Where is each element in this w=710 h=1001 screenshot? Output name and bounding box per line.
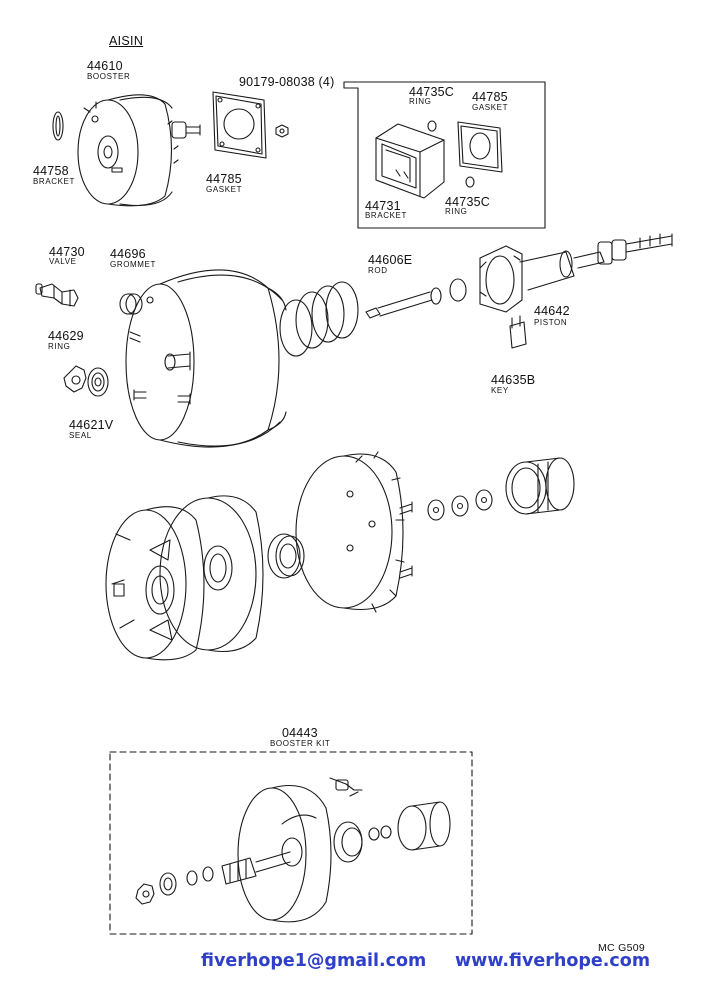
part-name-piston: PISTON [534, 318, 568, 327]
ring-a-drawing [428, 121, 436, 131]
ring-c-drawing [64, 366, 86, 392]
booster-large-drawing [126, 270, 286, 447]
brand-label: AISIN [109, 34, 144, 48]
part-number-grommet: 44696 [110, 247, 146, 261]
grommet-drawing [120, 294, 142, 314]
contact-website[interactable]: www.fiverhope.com [455, 951, 651, 971]
kit-diaphragm-drawing [238, 786, 331, 922]
bracket-ring-drawing [53, 112, 63, 140]
part-name-valve: VALVE [49, 257, 77, 266]
kit-parts-drawing [136, 778, 450, 904]
spring-drawing [280, 282, 358, 356]
part-number-gasket-a: 44785 [206, 172, 242, 186]
part-number-seal: 44621V [69, 418, 114, 432]
washers-drawing [428, 490, 492, 520]
part-number-gasket-b: 44785 [472, 90, 508, 104]
part-name-bracket-a: BRACKET [33, 177, 75, 186]
part-number-booster: 44610 [87, 59, 123, 73]
part-name-ring-b: RING [445, 207, 468, 216]
part-number-bracket-b: 44731 [365, 199, 401, 213]
front-shell-drawing [296, 452, 412, 612]
part-name-gasket-a: GASKET [206, 185, 243, 194]
part-number-key: 44635B [491, 373, 536, 387]
nut-drawing [276, 125, 288, 137]
part-name-booster: BOOSTER [87, 72, 131, 81]
part-name-seal: SEAL [69, 431, 92, 440]
part-number-bracket-a: 44758 [33, 164, 69, 178]
bellows-drawing [506, 458, 574, 514]
part-name-grommet: GROMMET [110, 260, 156, 269]
booster-small-drawing [78, 95, 200, 206]
part-name-ring-c: RING [48, 342, 71, 351]
contact-email[interactable]: fiverhope1@gmail.com [201, 951, 427, 971]
part-name-ring-a: RING [409, 97, 432, 106]
gasket-b-drawing [458, 122, 502, 172]
gasket-drawing [213, 92, 266, 158]
part-name-key: KEY [491, 386, 509, 395]
part-name-bracket-b: BRACKET [365, 211, 407, 220]
part-number-piston: 44642 [534, 304, 570, 318]
part-number-ring-a: 44735C [409, 85, 454, 99]
part-number-rod: 44606E [368, 253, 413, 267]
part-number-ring-b: 44735C [445, 195, 490, 209]
rear-shell-drawing [106, 507, 204, 660]
key-drawing [510, 316, 526, 348]
part-name-gasket-b: GASKET [472, 103, 509, 112]
part-number-ring-c: 44629 [48, 329, 84, 343]
valve-drawing [36, 284, 78, 306]
rod-drawing [366, 279, 466, 318]
figure-code: MC G509 [598, 942, 646, 954]
part-number-valve: 44730 [49, 245, 85, 259]
part-number-kit: 04443 [282, 726, 318, 740]
ring-b-drawing [466, 177, 474, 187]
kit-frame [110, 752, 472, 934]
part-name-rod: ROD [368, 266, 388, 275]
seal-ring-drawing [268, 534, 304, 578]
part-name-kit: BOOSTER KIT [270, 739, 331, 748]
seal-drawing [88, 368, 108, 396]
rear-shell-outer-drawing [160, 496, 263, 652]
part-number-nut: 90179-08038 (4) [239, 75, 335, 89]
piston-drawing [480, 234, 672, 312]
bracket-group-frame [344, 82, 545, 228]
bracket-box-drawing [376, 124, 444, 198]
